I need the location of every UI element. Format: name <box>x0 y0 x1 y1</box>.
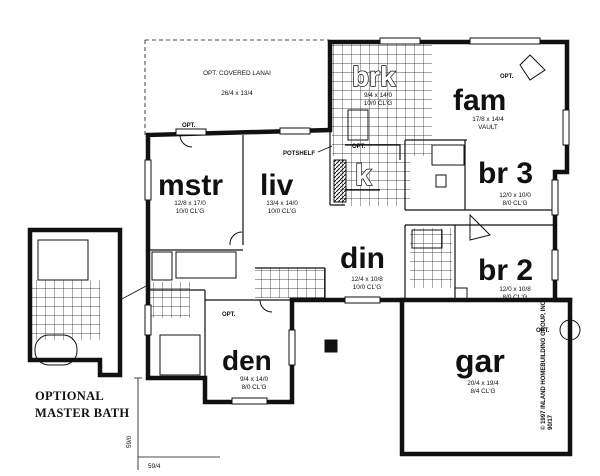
hall-tile <box>255 268 325 298</box>
optional-bath-walls <box>27 227 123 378</box>
kitchen-name: k <box>355 159 372 192</box>
din-ceiling: 10/0 CL'G <box>353 284 382 291</box>
fam-ceiling: VAULT <box>478 124 498 131</box>
opt-label-den: OPT. <box>222 312 236 318</box>
kitchen-counter <box>345 144 401 191</box>
mstr-name: mstr <box>158 169 223 202</box>
mstr-size: 12/8 x 17/0 <box>174 200 206 207</box>
br2-name: br 2 <box>478 254 533 287</box>
brk-tile <box>332 44 432 156</box>
brk-size: 9/4 x 14/0 <box>364 92 393 99</box>
opt-label-kitchen: OPT. <box>352 144 366 150</box>
opt-label-fam: OPT. <box>500 74 514 80</box>
hall2-tile <box>410 228 452 288</box>
optional-caption-line1: OPTIONAL <box>35 389 104 403</box>
lanai-name: OPT. COVERED LANAI <box>203 70 271 77</box>
din-size: 12/4 x 10/8 <box>351 276 383 283</box>
windows <box>144 37 570 405</box>
gar-ceiling: 8/4 CL'G <box>470 388 495 395</box>
potshelf-pointer <box>317 145 333 153</box>
liv-size: 13/4 x 14/0 <box>266 200 298 207</box>
den-size: 9/4 x 14/0 <box>240 376 269 383</box>
den-name: den <box>222 345 272 376</box>
liv-ceiling: 10/0 CL'G <box>268 208 297 215</box>
opt-label-lanai: OPT. <box>182 123 196 129</box>
br3-size: 12/0 x 10/0 <box>499 192 531 199</box>
potshelf-label: POTSHELF <box>283 151 315 157</box>
optional-bath-link <box>119 284 149 301</box>
br2-ceiling: 8/0 CL'G <box>502 294 527 301</box>
fam-size: 17/8 x 14/4 <box>472 116 504 123</box>
mstr-ceiling: 10/0 CL'G <box>176 208 205 215</box>
opt-label-gar: OPT. <box>536 328 550 334</box>
br3-name: br 3 <box>478 157 533 190</box>
gar-name: gar <box>455 343 505 379</box>
br3-ceiling: 8/0 CL'G <box>502 200 527 207</box>
optional-caption-line2: MASTER BATH <box>35 406 129 420</box>
fam-name: fam <box>453 84 506 117</box>
brk-ceiling: 10/0 CL'G <box>364 100 393 107</box>
depth-dimension: 59/0 <box>126 435 133 448</box>
optbath-tile <box>30 280 100 340</box>
den-ceiling: 8/0 CL'G <box>241 384 266 391</box>
copyright-block: © 1997 INLAND HOMEBUILDING GROUP, INC 90… <box>540 300 554 430</box>
gar-size: 20/4 x 19/4 <box>467 380 499 387</box>
brk-name: brk <box>352 61 396 92</box>
width-dimension: 59/4 <box>148 463 161 470</box>
din-name: din <box>340 242 385 275</box>
lanai-size: 26/4 x 13/4 <box>221 90 253 97</box>
bath-tile <box>150 282 190 318</box>
fireplace <box>333 159 347 203</box>
liv-name: liv <box>260 169 294 202</box>
lanai-outline <box>144 39 330 135</box>
br2-size: 12/0 x 10/8 <box>499 286 531 293</box>
kitchen-tile <box>340 140 410 206</box>
plan-code: 90/17 <box>548 414 554 430</box>
copyright-text: © 1997 INLAND HOMEBUILDING GROUP, INC <box>540 300 547 430</box>
fixtures <box>34 54 581 376</box>
depth-dimension-line <box>134 377 142 470</box>
